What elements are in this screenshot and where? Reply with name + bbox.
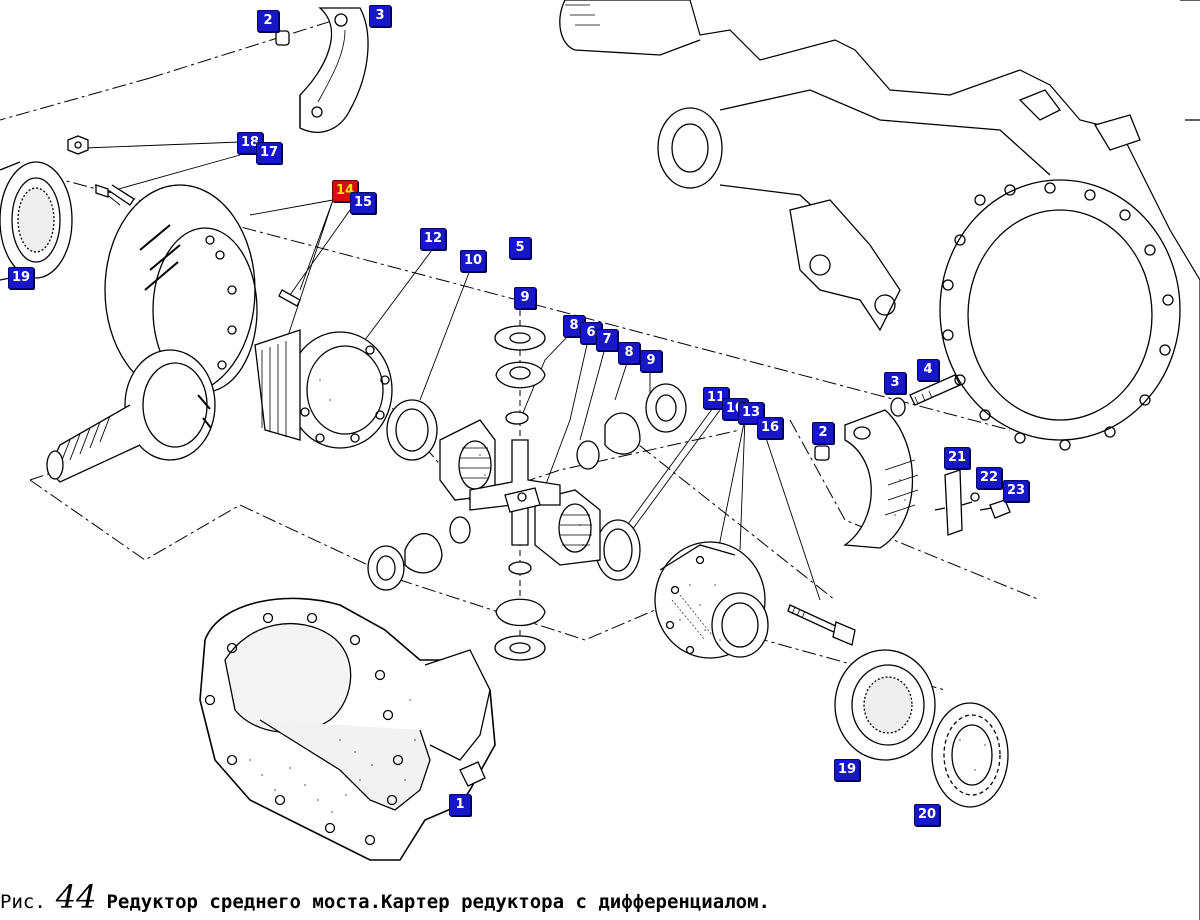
callout-part-1[interactable]: 1 [449, 794, 471, 816]
differential-case-right [654, 541, 769, 659]
callout-part-3[interactable]: 3 [884, 372, 906, 394]
callout-part-10[interactable]: 10 [460, 250, 487, 272]
right-bearing-cap [814, 374, 961, 549]
callout-part-21[interactable]: 21 [944, 447, 971, 469]
satellite-left [367, 516, 471, 591]
callout-part-23[interactable]: 23 [1003, 480, 1030, 502]
drive-pinion-shaft [46, 349, 216, 483]
top-bearing-cap [275, 7, 369, 133]
callout-part-8[interactable]: 8 [618, 342, 640, 364]
callout-part-17[interactable]: 17 [256, 142, 283, 164]
satellite-right [576, 383, 687, 470]
callout-part-15[interactable]: 15 [350, 192, 377, 214]
case-bolt [787, 604, 856, 646]
callout-part-2[interactable]: 2 [812, 422, 834, 444]
side-gear-right [534, 489, 601, 566]
dowel-pin [278, 289, 301, 307]
callout-part-20[interactable]: 20 [914, 804, 941, 826]
callout-part-9[interactable]: 9 [514, 287, 536, 309]
stipple-shading [249, 379, 986, 813]
figure-caption: Рис. 44 Редуктор среднего моста.Картер ред… [0, 878, 770, 916]
callout-part-16[interactable]: 16 [757, 417, 784, 439]
callout-part-9[interactable]: 9 [640, 350, 662, 372]
left-bearing [0, 135, 135, 281]
callout-part-7[interactable]: 7 [596, 329, 618, 351]
callout-part-19[interactable]: 19 [8, 267, 35, 289]
differential-case-left [254, 329, 393, 449]
callout-part-12[interactable]: 12 [420, 228, 447, 250]
axle-housing [559, 0, 1200, 920]
callout-part-3[interactable]: 3 [369, 5, 391, 27]
right-bearing [834, 649, 936, 761]
callout-part-4[interactable]: 4 [917, 359, 939, 381]
adjusting-nut [931, 702, 1009, 808]
satellite-stack-top [494, 325, 546, 425]
side-gear-washer-right [595, 519, 641, 581]
side-gear-washer-left [386, 399, 438, 461]
callout-part-19[interactable]: 19 [834, 759, 861, 781]
callout-part-5[interactable]: 5 [509, 237, 531, 259]
lock-plate [934, 469, 1011, 536]
reducer-casing [199, 597, 496, 861]
callout-part-22[interactable]: 22 [976, 467, 1003, 489]
figure-number: 44 [55, 878, 97, 916]
differential-cross [469, 439, 561, 546]
satellite-stack-bottom [494, 561, 546, 661]
figure-prefix: Рис. [0, 891, 46, 913]
figure-title: Редуктор среднего моста.Картер редуктора… [106, 891, 770, 913]
callout-part-2[interactable]: 2 [257, 10, 279, 32]
